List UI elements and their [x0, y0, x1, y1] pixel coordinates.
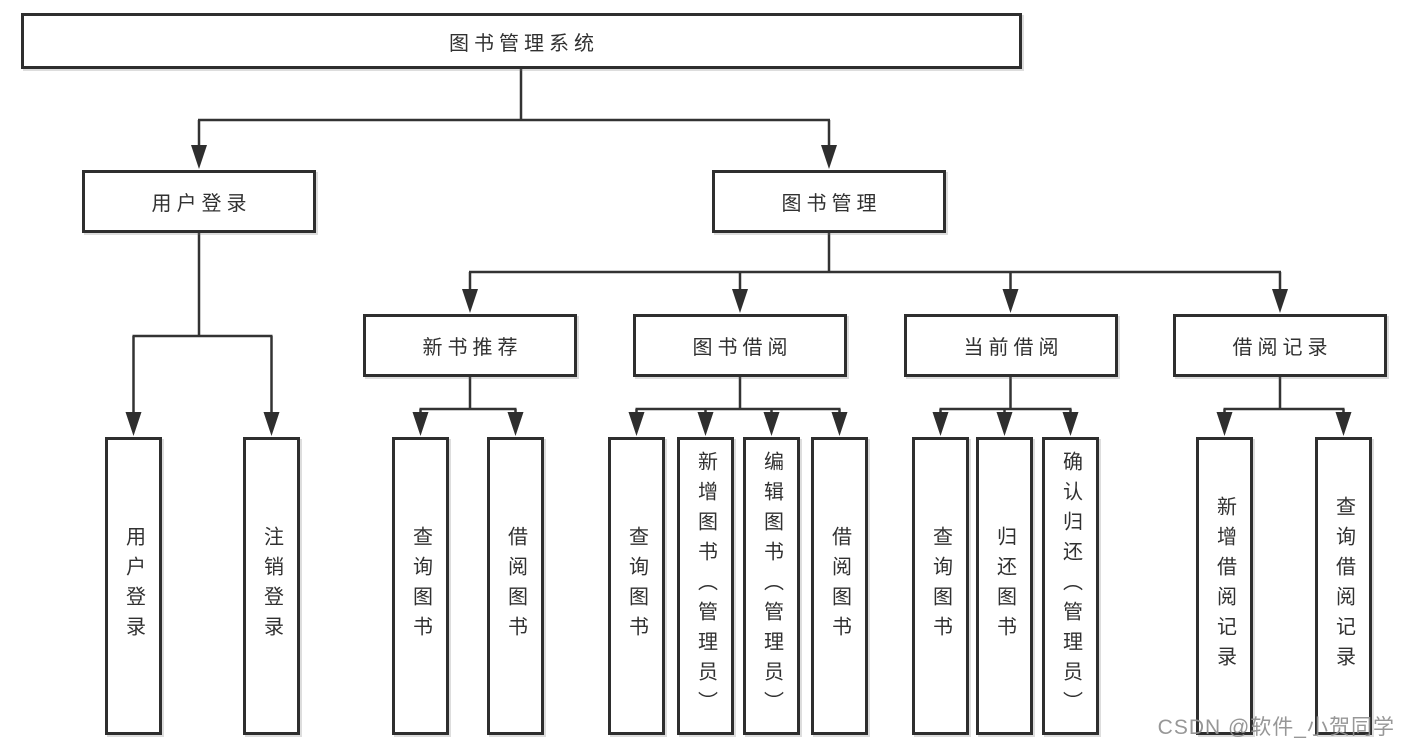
arrowheads	[125, 145, 1352, 436]
node-borrow-records: 借阅记录	[1173, 314, 1387, 377]
arrowhead-icon	[1272, 289, 1288, 313]
node-book-borrow: 图书借阅	[633, 314, 847, 377]
arrowhead-icon	[628, 412, 645, 436]
node-root-system: 图书管理系统	[21, 13, 1022, 69]
arrowhead-icon	[1002, 289, 1019, 313]
node-new-book-recommend: 新书推荐	[363, 314, 577, 377]
leaf-borrow-books-1: 借阅图书	[487, 437, 544, 735]
leaf-query-books-2: 查询图书	[608, 437, 665, 735]
leaf-confirm-return-admin: 确认归还（管理员）	[1042, 437, 1099, 735]
arrowhead-icon	[1062, 412, 1079, 436]
leaf-add-books-admin: 新增图书（管理员）	[677, 437, 734, 735]
arrowhead-icon	[732, 289, 748, 313]
arrowhead-icon	[263, 412, 280, 436]
leaf-logout: 注销登录	[243, 437, 300, 735]
leaf-return-books: 归还图书	[976, 437, 1033, 735]
arrowhead-icon	[1335, 412, 1352, 436]
node-book-management: 图书管理	[712, 170, 946, 233]
leaf-user-login: 用户登录	[105, 437, 162, 735]
arrowhead-icon	[821, 145, 837, 169]
arrowhead-icon	[697, 412, 714, 436]
arrowhead-icon	[763, 412, 780, 436]
arrowhead-icon	[125, 412, 142, 436]
arrowhead-icon	[996, 412, 1013, 436]
arrowhead-icon	[507, 412, 524, 436]
watermark: CSDN @软件_小贺同学	[1157, 716, 1395, 739]
arrowhead-icon	[831, 412, 848, 436]
leaf-query-borrow-record: 查询借阅记录	[1315, 437, 1372, 735]
arrowhead-icon	[462, 289, 478, 313]
arrowhead-icon	[932, 412, 949, 436]
arrowhead-icon	[1216, 412, 1233, 436]
leaf-edit-books-admin: 编辑图书（管理员）	[743, 437, 800, 735]
leaf-query-books-1: 查询图书	[392, 437, 449, 735]
leaf-borrow-books-2: 借阅图书	[811, 437, 868, 735]
arrowhead-icon	[412, 412, 429, 436]
arrowhead-icon	[191, 145, 207, 169]
leaf-query-books-3: 查询图书	[912, 437, 969, 735]
tree-edges	[132, 67, 1345, 414]
node-user-login: 用户登录	[82, 170, 316, 233]
leaf-add-borrow-record: 新增借阅记录	[1196, 437, 1253, 735]
node-current-borrow: 当前借阅	[904, 314, 1118, 377]
